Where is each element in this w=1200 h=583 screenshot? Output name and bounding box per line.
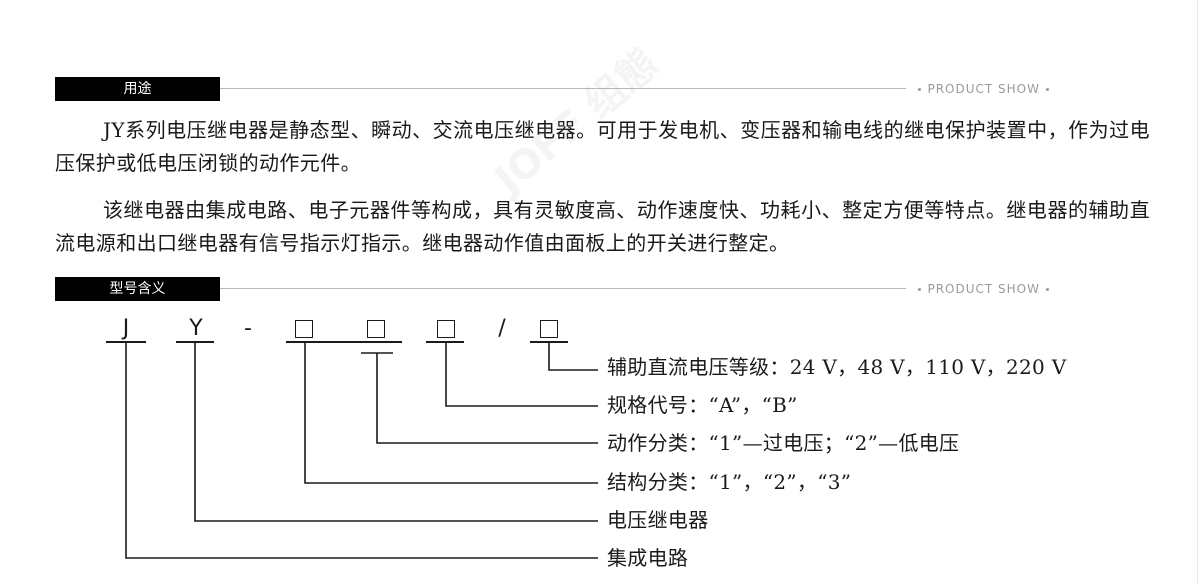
underline-j (106, 341, 146, 343)
code-dash: - (244, 316, 252, 341)
connector-relay (194, 343, 598, 522)
product-show-tag: PRODUCT SHOW (906, 78, 1145, 100)
code-slash: / (498, 316, 506, 341)
dot-icon (918, 88, 922, 91)
section-label-model: 型号含义 (55, 277, 220, 301)
underline-spec (426, 341, 464, 343)
product-show-text: PRODUCT SHOW (927, 82, 1040, 96)
connector-action (376, 353, 598, 444)
underline-y (176, 341, 214, 343)
section-label-usage: 用途 (55, 77, 220, 101)
right-edge-line (1197, 0, 1198, 583)
section-header-model: 型号含义 PRODUCT SHOW (55, 277, 1145, 301)
code-letter-y: Y (189, 316, 203, 341)
dot-icon (1046, 288, 1049, 291)
code-box-spec (437, 320, 455, 338)
section-rule (220, 288, 1145, 289)
connector-structure (304, 343, 598, 484)
product-show-tag: PRODUCT SHOW (906, 278, 1145, 300)
section-header-usage: 用途 PRODUCT SHOW (55, 77, 1145, 101)
code-box-structure (295, 320, 313, 338)
code-letter-j: J (122, 316, 130, 341)
underline-structure-action (286, 341, 402, 343)
usage-paragraph-2: 该继电器由集成电路、电子元器件等构成，具有灵敏度高、动作速度快、功耗小、整定方便… (55, 198, 1150, 255)
desc-spec-code: 规格代号：“A”，“B” (607, 393, 798, 417)
desc-structure-type: 结构分类：“1”，“2”，“3” (607, 470, 852, 494)
code-box-action (367, 320, 385, 338)
dot-icon (1046, 88, 1049, 91)
dot-icon (918, 288, 922, 291)
usage-paragraph-1: JY系列电压继电器是静态型、瞬动、交流电压继电器。可用于发电机、变压器和输电线的… (55, 118, 1150, 175)
underline-voltage (530, 341, 568, 343)
connector-voltage (548, 343, 598, 371)
connector-circuit (125, 343, 598, 559)
desc-voltage-relay: 电压继电器 (607, 508, 709, 532)
connector-spec (445, 343, 598, 407)
section-rule (220, 88, 1145, 89)
desc-voltage-level: 辅助直流电压等级：24 V，48 V，110 V，220 V (607, 355, 1067, 379)
code-box-voltage (540, 320, 558, 338)
product-show-text: PRODUCT SHOW (927, 282, 1040, 296)
desc-integrated-circuit: 集成电路 (607, 546, 689, 570)
desc-action-type: 动作分类：“1”—过电压；“2”—低电压 (607, 431, 960, 455)
